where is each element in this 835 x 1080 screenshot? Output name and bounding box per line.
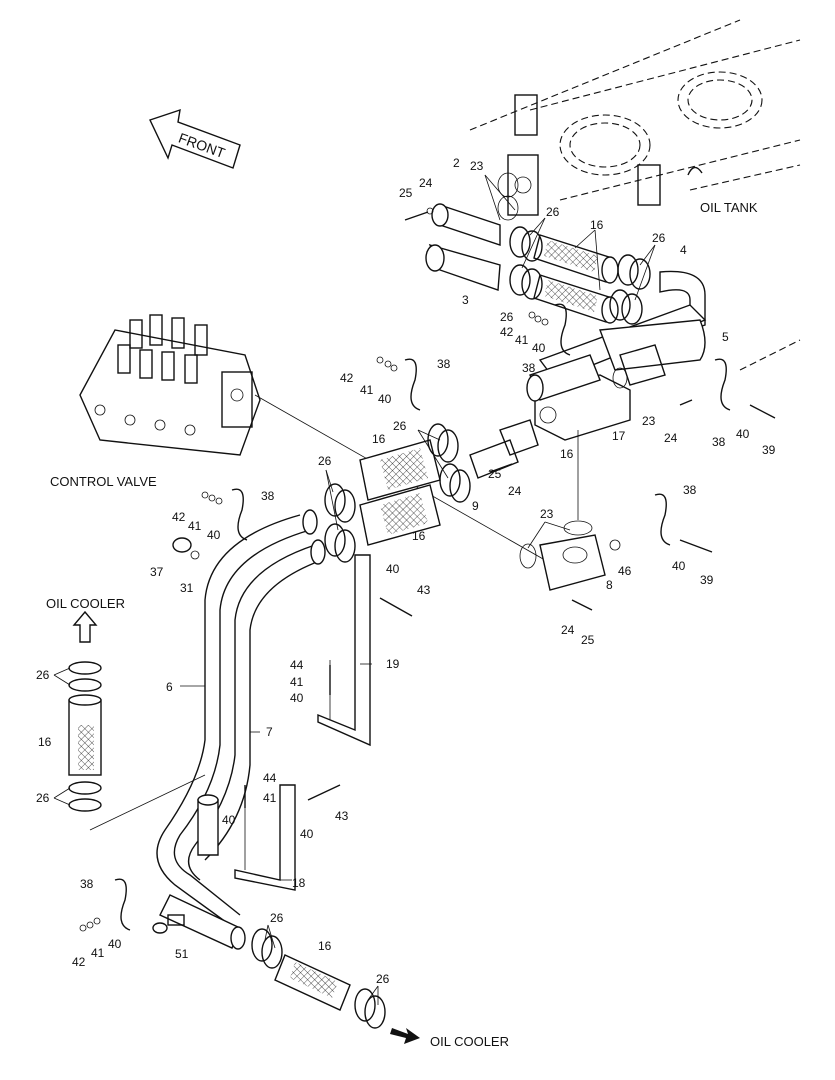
callout: 16 (412, 529, 426, 543)
callout: 26 (36, 668, 50, 682)
oil-tank-caption: OIL TANK (700, 200, 758, 215)
callout: 37 (150, 565, 164, 579)
callout: 41 (290, 675, 304, 689)
callout: 16 (560, 447, 574, 461)
callout: 42 (340, 371, 354, 385)
callout: 19 (386, 657, 400, 671)
callout: 40 (736, 427, 750, 441)
callout: 7 (266, 725, 273, 739)
callout: 38 (80, 877, 94, 891)
callout: 23 (642, 414, 656, 428)
callout: 4 (680, 243, 687, 257)
callout: 5 (722, 330, 729, 344)
callout: 24 (419, 176, 433, 190)
callout: 41 (515, 333, 529, 347)
callout: 26 (500, 310, 514, 324)
callout: 24 (664, 431, 678, 445)
callout: 16 (38, 735, 52, 749)
oil-cooler-top-caption: OIL COOLER (46, 596, 125, 611)
oil-cooler-bottom-caption: OIL COOLER (430, 1034, 509, 1049)
callout: 23 (540, 507, 554, 521)
callout: 40 (672, 559, 686, 573)
callout: 38 (683, 483, 697, 497)
callout: 25 (399, 186, 413, 200)
callout: 26 (652, 231, 666, 245)
control-valve-caption: CONTROL VALVE (50, 474, 157, 489)
oil-cooler-left-group (68, 610, 206, 831)
callout: 40 (207, 528, 221, 542)
callout: 16 (372, 432, 386, 446)
clips (114, 303, 731, 931)
upper-pipes (425, 154, 707, 441)
callout: 41 (188, 519, 202, 533)
callout: 42 (72, 955, 86, 969)
callout: 39 (700, 573, 714, 587)
callout: 44 (263, 771, 277, 785)
callout: 26 (270, 911, 284, 925)
callout: 39 (762, 443, 776, 457)
long-pipes (152, 509, 386, 1029)
callout: 26 (546, 205, 560, 219)
callout: 26 (36, 791, 50, 805)
callout: 24 (561, 623, 575, 637)
front-arrow: FRONT (149, 108, 241, 169)
callout: 41 (91, 946, 105, 960)
callout: 6 (166, 680, 173, 694)
callout: 9 (472, 499, 479, 513)
callout: 46 (618, 564, 632, 578)
callout: 17 (612, 429, 626, 443)
callout: 38 (522, 361, 536, 375)
callout: 40 (532, 341, 546, 355)
callout: 41 (263, 791, 277, 805)
callout: 51 (175, 947, 189, 961)
callout: 40 (386, 562, 400, 576)
callout: 42 (172, 510, 186, 524)
callout: 44 (290, 658, 304, 672)
callout: 8 (606, 578, 613, 592)
callout: 40 (108, 937, 122, 951)
callout: 2 (453, 156, 460, 170)
callout: 16 (590, 218, 604, 232)
leader-lines (53, 174, 656, 1005)
callout: 24 (508, 484, 522, 498)
control-valve-drawing (79, 314, 581, 581)
callout: 42 (500, 325, 514, 339)
callout: 41 (360, 383, 374, 397)
callout: 38 (261, 489, 275, 503)
callout: 26 (393, 419, 407, 433)
callout: 26 (318, 454, 332, 468)
callout: 26 (376, 972, 390, 986)
middle-hoses (324, 419, 606, 591)
callout: 31 (180, 581, 194, 595)
oil-cooler-bottom-arrow (390, 1028, 420, 1044)
callout: 38 (712, 435, 726, 449)
callout: 40 (290, 691, 304, 705)
fasteners (79, 207, 776, 932)
callout: 40 (222, 813, 236, 827)
oil-tank-drawing (469, 19, 801, 371)
callout: 23 (470, 159, 484, 173)
callout: 3 (462, 293, 469, 307)
callout: 16 (318, 939, 332, 953)
callout: 40 (300, 827, 314, 841)
callout: 25 (581, 633, 595, 647)
callout: 40 (378, 392, 392, 406)
callout: 43 (417, 583, 431, 597)
callout: 18 (292, 876, 306, 890)
callout: 25 (488, 467, 502, 481)
callout: 38 (437, 357, 451, 371)
callout: 43 (335, 809, 349, 823)
callout-numbers: 2 23 25 24 26 16 26 4 3 26 42 41 40 5 42… (36, 156, 776, 986)
